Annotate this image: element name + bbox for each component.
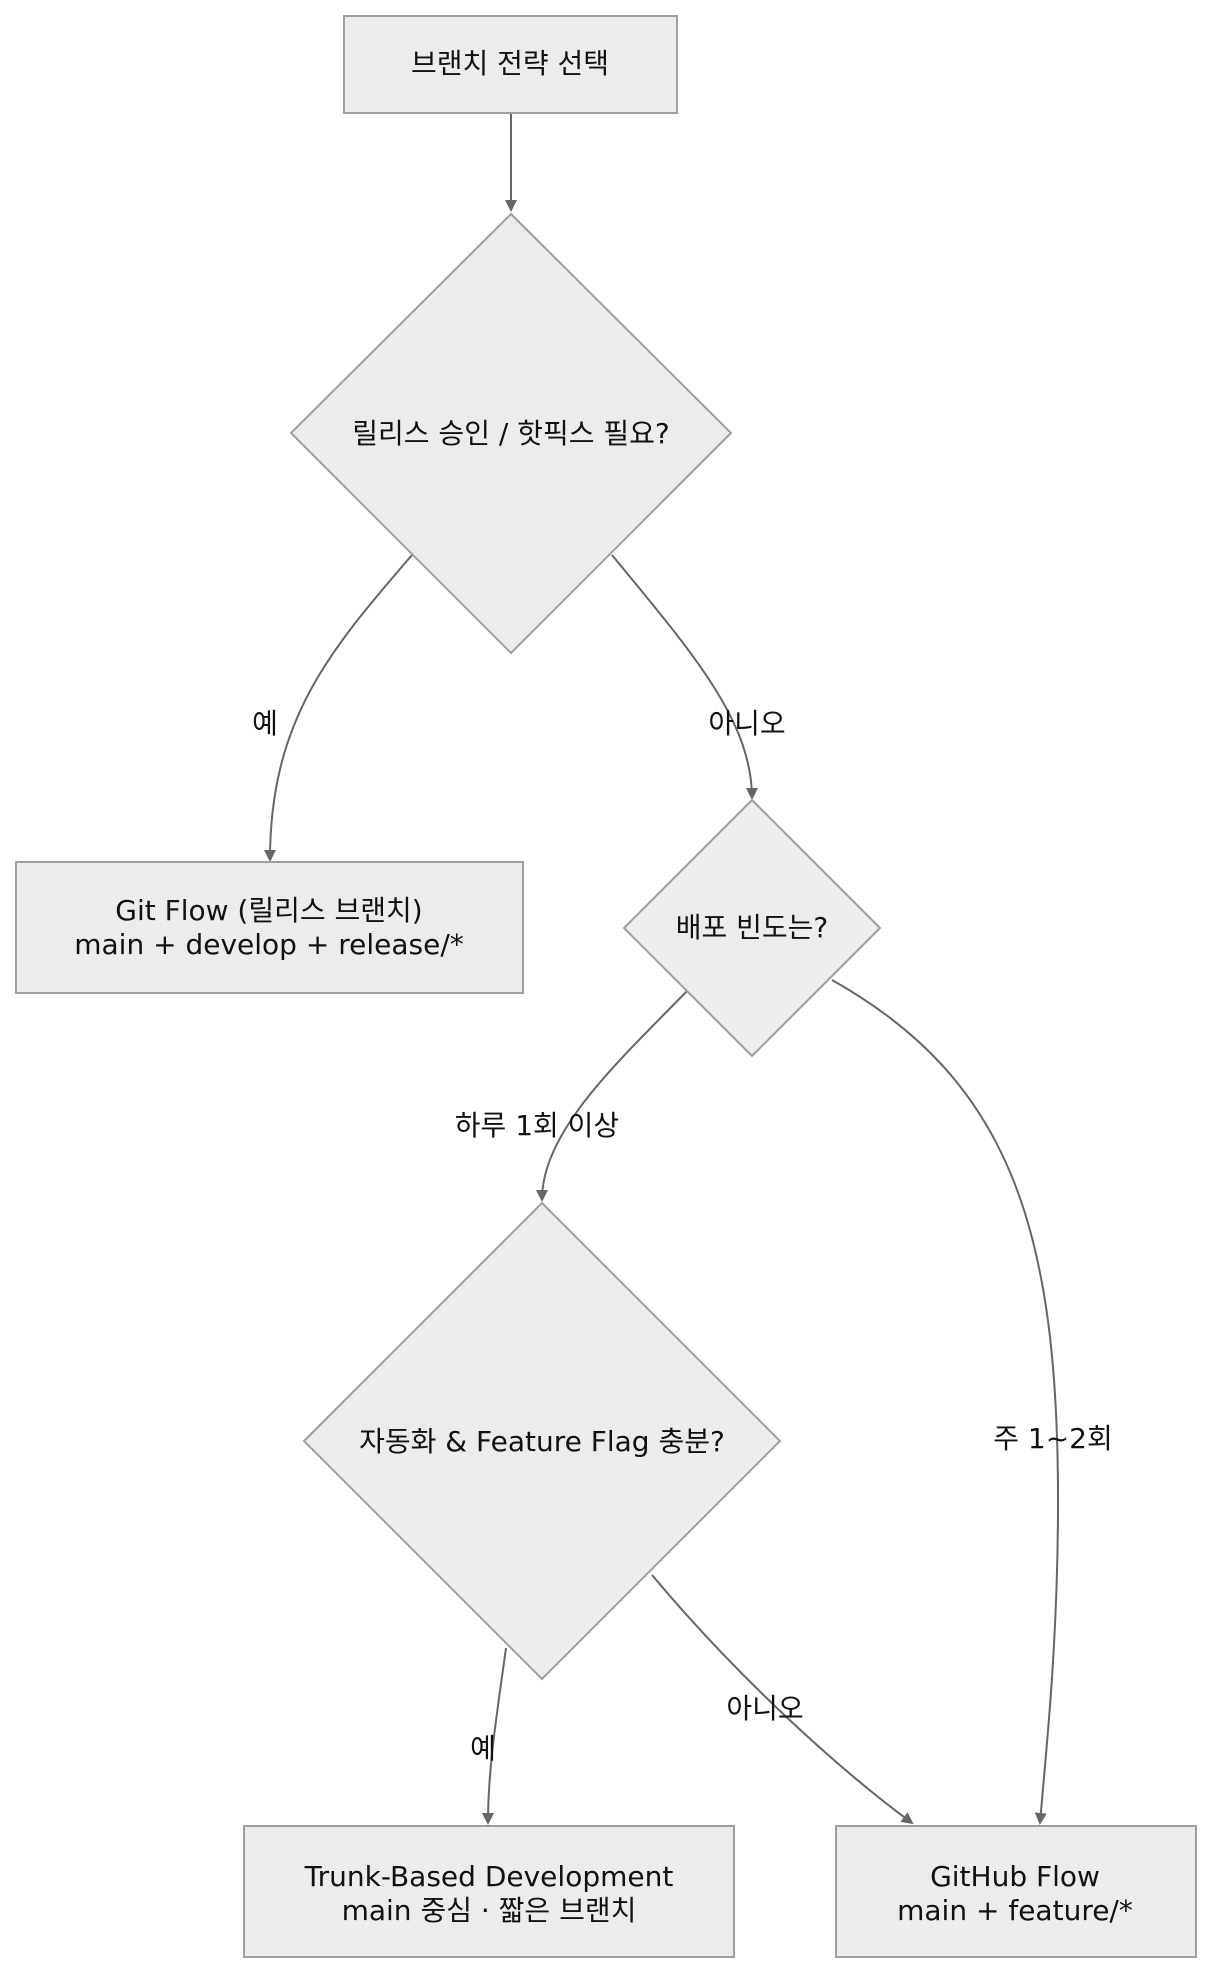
- edges: [264, 114, 1060, 1825]
- node-release-question: 릴리스 승인 / 핫픽스 필요?: [289, 212, 733, 655]
- edge-freq-weekly: [831, 979, 1060, 1825]
- node-trunk-based-line1: Trunk-Based Development: [304, 1860, 674, 1893]
- edge-label-release-yes: 예: [252, 707, 278, 740]
- node-automation-question: 자동화 & Feature Flag 충분?: [302, 1201, 782, 1681]
- node-gitflow: Git Flow (릴리스 브랜치) main + develop + rele…: [15, 861, 524, 994]
- node-start: 브랜치 전략 선택: [343, 15, 678, 114]
- node-release-question-label: 릴리스 승인 / 핫픽스 필요?: [352, 417, 670, 450]
- node-github-flow-line2: main + feature/*: [897, 1894, 1133, 1927]
- edge-label-freq-weekly: 주 1~2회: [993, 1422, 1113, 1455]
- edge-auto-no: [651, 1574, 914, 1825]
- node-trunk-based: Trunk-Based Development main 중심 · 짧은 브랜치: [243, 1825, 735, 1958]
- node-github-flow-line1: GitHub Flow: [930, 1860, 1100, 1893]
- edge-freq-daily: [536, 989, 689, 1202]
- edge-release-no: [611, 554, 758, 800]
- node-start-label: 브랜치 전략 선택: [411, 47, 609, 80]
- edge-label-auto-no: 아니오: [726, 1692, 803, 1725]
- edge-release-yes: [264, 554, 413, 862]
- edge-labels: 예 아니오 하루 1회 이상 주 1~2회 예 아니오: [252, 707, 1113, 1765]
- edge-label-freq-daily: 하루 1회 이상: [455, 1109, 619, 1142]
- node-gitflow-line1: Git Flow (릴리스 브랜치): [115, 894, 422, 927]
- edge-label-release-no: 아니오: [708, 707, 785, 740]
- node-frequency-question: 배포 빈도는?: [622, 798, 882, 1058]
- edge-auto-yes: [482, 1647, 507, 1825]
- node-github-flow: GitHub Flow main + feature/*: [835, 1825, 1197, 1958]
- edge-label-auto-yes: 예: [470, 1732, 496, 1765]
- node-trunk-based-line2: main 중심 · 짧은 브랜치: [342, 1894, 637, 1927]
- node-automation-question-label: 자동화 & Feature Flag 충분?: [359, 1425, 725, 1458]
- node-gitflow-line2: main + develop + release/*: [74, 928, 464, 961]
- node-frequency-question-label: 배포 빈도는?: [676, 911, 829, 944]
- nodes: 브랜치 전략 선택 릴리스 승인 / 핫픽스 필요? Git Flow (릴리스…: [15, 15, 1197, 1958]
